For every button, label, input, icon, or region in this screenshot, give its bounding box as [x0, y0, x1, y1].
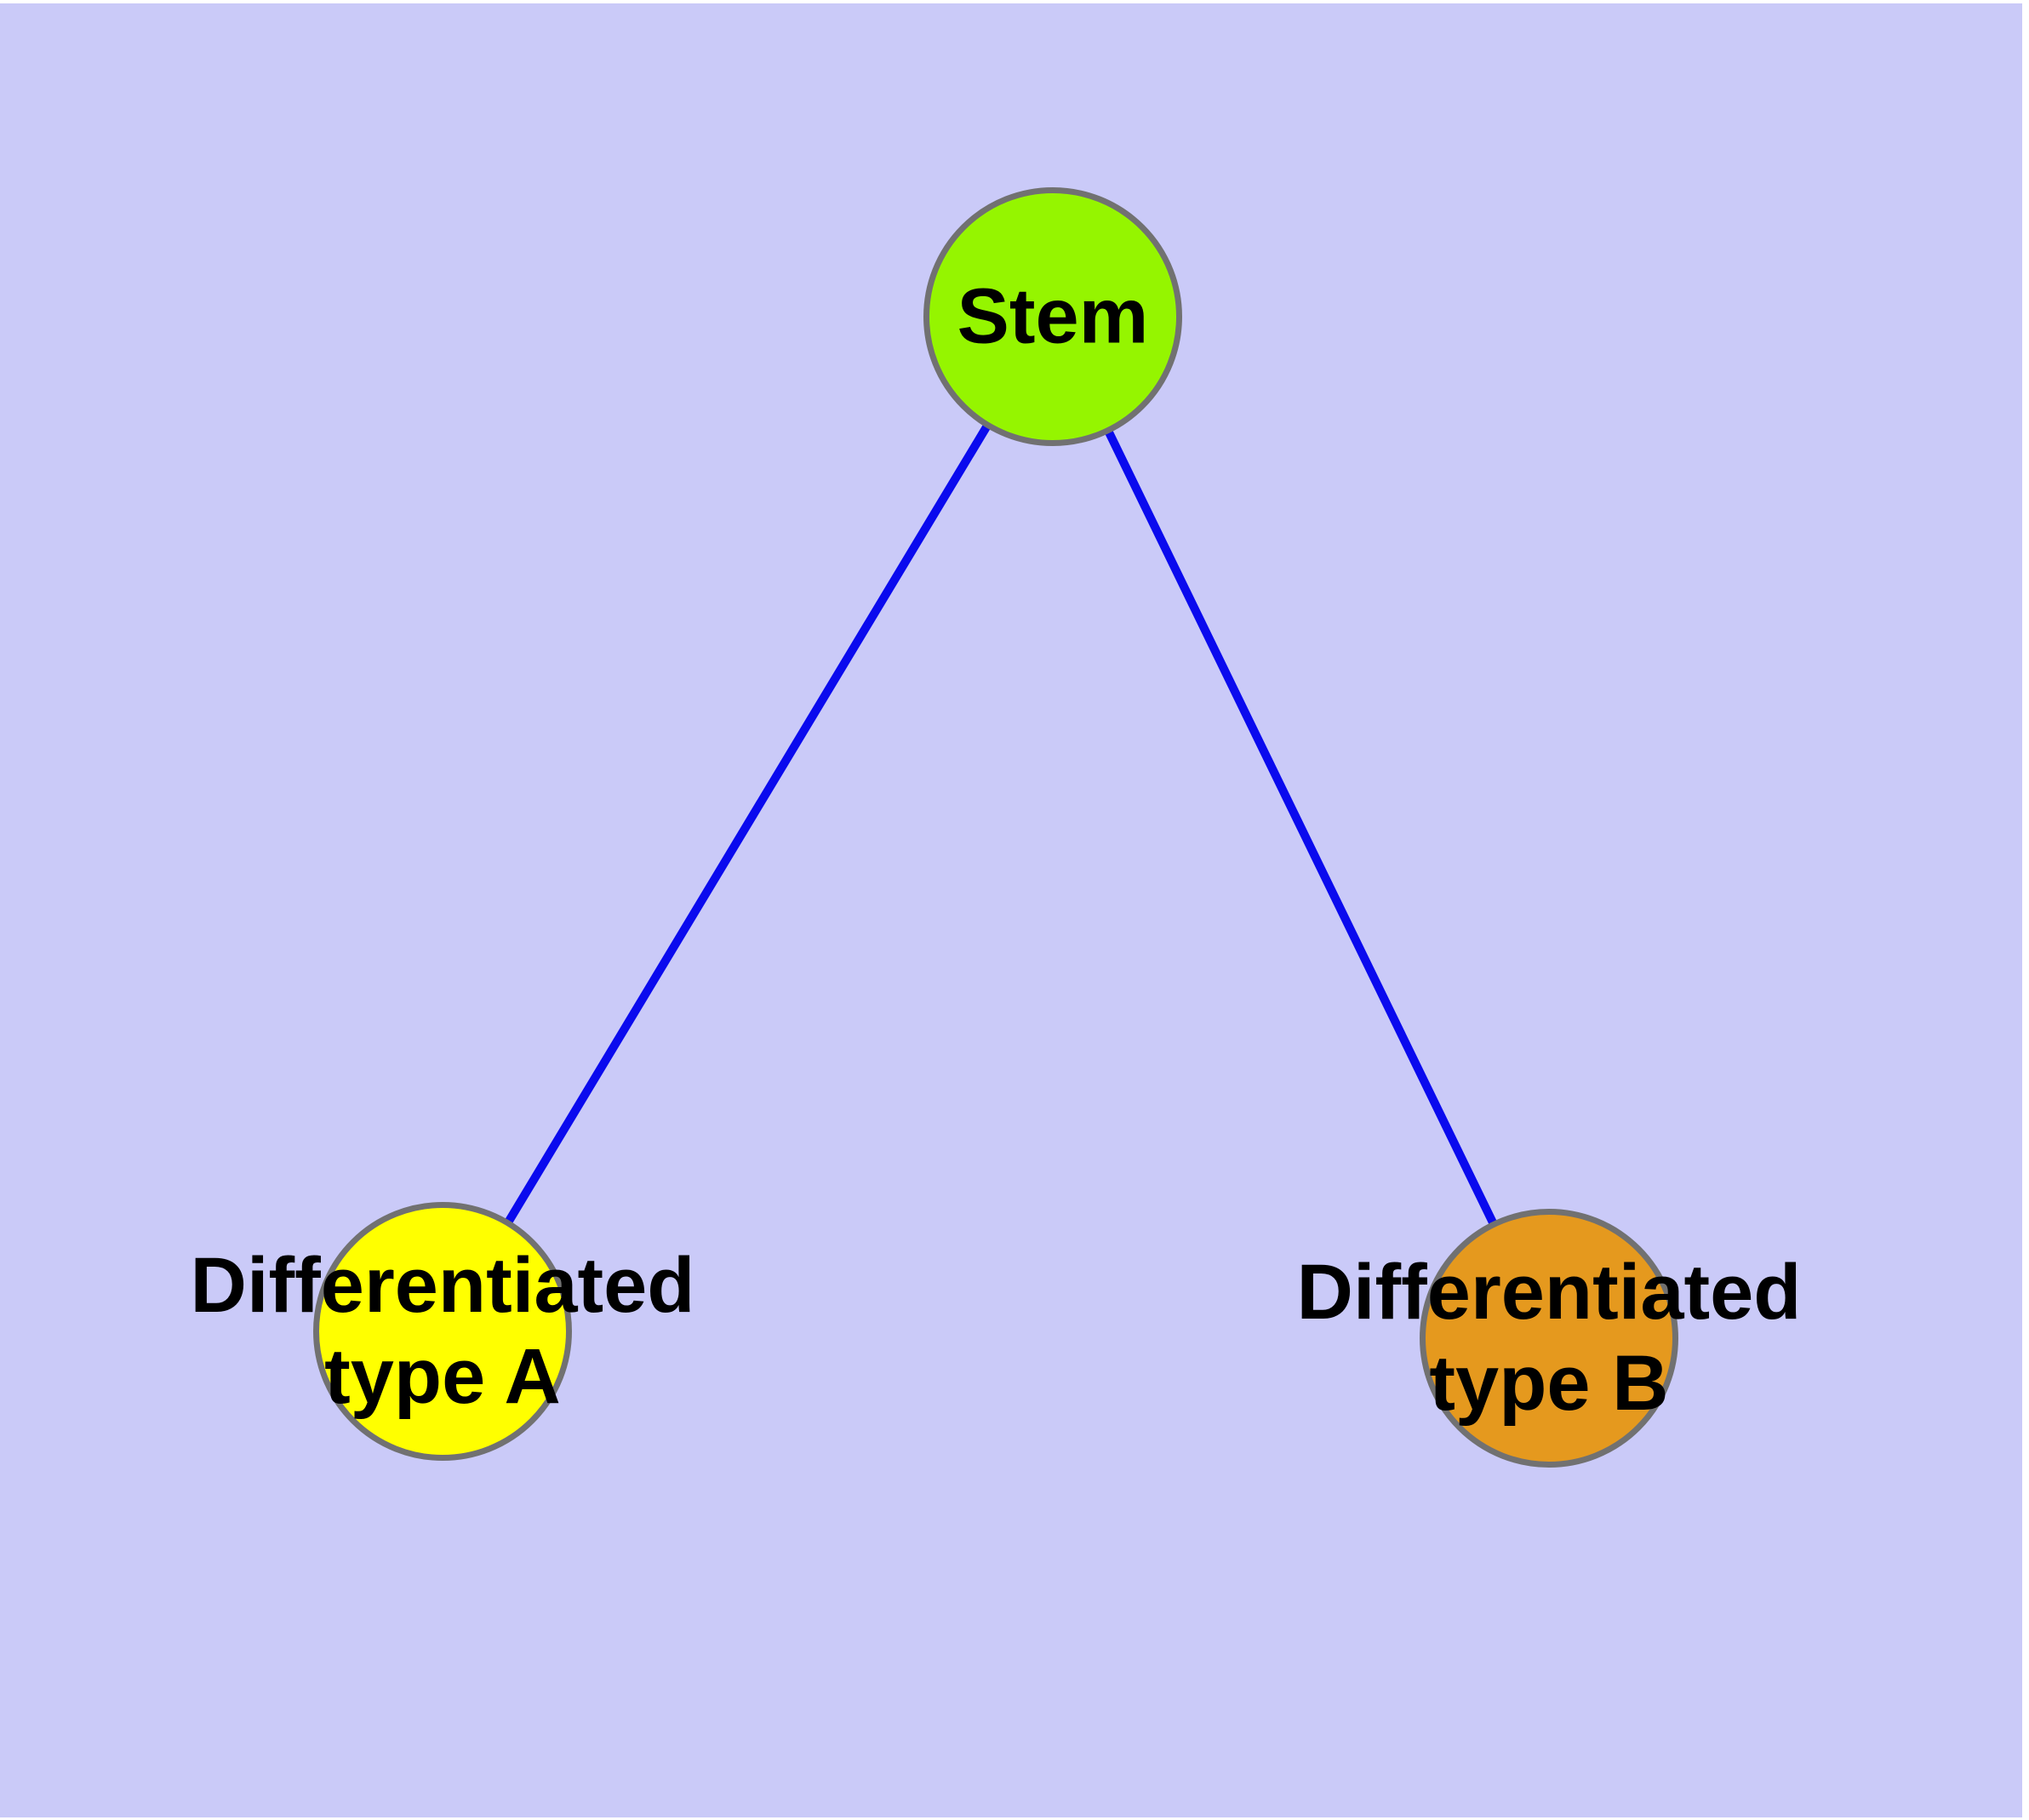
node-type-b-label-line2: type B: [1429, 1340, 1669, 1427]
node-type-a-circle[interactable]: [313, 1202, 572, 1461]
node-stem-circle[interactable]: [923, 187, 1182, 446]
node-type-b-label: Differentiated type B: [1297, 1247, 1802, 1429]
edge-stem-to-type-a[interactable]: [438, 314, 1057, 1334]
node-type-b-circle[interactable]: [1420, 1209, 1678, 1468]
node-type-b-label-line1: Differentiated: [1296, 1249, 1802, 1336]
node-type-a-label-line1: Differentiated: [190, 1242, 695, 1329]
node-type-a-label-line2: type A: [324, 1333, 561, 1420]
node-stem-label: Stem: [957, 272, 1149, 360]
node-type-a-label: Differentiated type A: [191, 1240, 695, 1422]
edge-stem-to-type-b[interactable]: [1049, 314, 1553, 1341]
